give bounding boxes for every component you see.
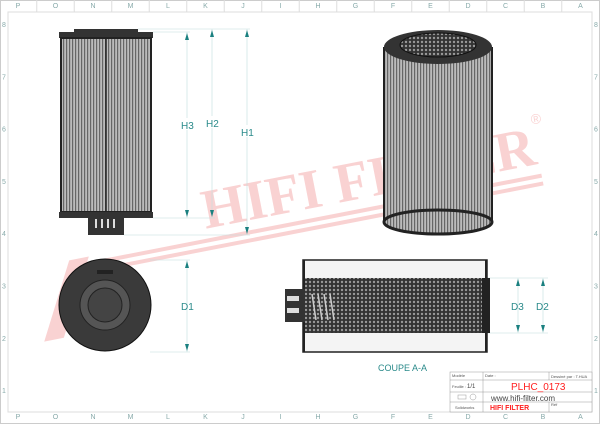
software-label: Solidworks [455,405,474,410]
grid-column-label: O [53,414,59,421]
grid-column-label: E [428,3,433,10]
grid-row-label: 7 [594,74,598,81]
grid-row-label: 3 [594,284,598,291]
grid-row-label: 8 [2,22,6,29]
grid-row-label: 5 [2,179,6,186]
grid-row-label: 6 [594,127,598,134]
grid-column-label: M [128,414,134,421]
part-number: PLHC_0173 [511,382,566,393]
inner-frame [7,11,593,413]
grid-column-label: A [578,414,583,421]
grid-column-label: E [428,414,433,421]
grid-row-label: 4 [2,231,6,238]
website: www.hifi-filter.com [490,394,555,403]
grid-column-label: K [203,414,208,421]
registered-mark: ® [529,110,543,128]
grid-row-label: 4 [594,231,598,238]
grid-column-label: A [578,3,583,10]
grid-column-label: G [353,3,358,10]
dimension-h1: H1 [241,128,254,139]
grid-column-label: D [465,3,470,10]
grid-column-label: D [465,414,470,421]
grid-column-label: L [166,414,170,421]
section-label: COUPE A-A [378,363,427,373]
isometric-view [382,30,494,236]
dimension-d2: D2 [536,302,549,313]
section-view [285,259,490,353]
grid-row-label: 2 [2,336,6,343]
grid-row-label: 5 [594,179,598,186]
grid-column-label: M [128,3,134,10]
feuille-label: Feuille : [452,384,466,389]
grid-column-label: N [90,3,95,10]
dimension-d3: D3 [511,302,524,313]
grid-column-label: H [315,414,320,421]
modele-label: Modèle [452,373,466,378]
grid-column-label: K [203,3,208,10]
feuille-value: 1/1 [467,384,476,390]
front-view [59,29,153,235]
grid-row-label: 1 [594,388,598,395]
grid-column-label: H [315,3,320,10]
grid-row-label: 2 [594,336,598,343]
grid-row-label: 7 [2,74,6,81]
grid-column-label: N [90,414,95,421]
grid-column-label: B [541,414,546,421]
grid-row-label: 3 [2,284,6,291]
dessine-par: Dessiné par : T.HUA [551,374,587,379]
ref-label: Réf [551,402,558,407]
grid-column-label: J [241,3,245,10]
date-label: Date : [485,373,496,378]
bottom-view [58,258,152,352]
grid-column-label: F [391,3,395,10]
brand-label: HIFI FILTER [490,405,529,412]
grid-row-label: 6 [2,127,6,134]
grid-column-label: G [353,414,358,421]
grid-column-label: C [503,3,508,10]
grid-row-label: 1 [2,388,6,395]
grid-column-label: O [53,3,59,10]
dimension-d1: D1 [181,302,194,313]
dimension-h2: H2 [206,119,219,130]
dimension-h3: H3 [181,121,194,132]
grid-column-label: B [541,3,546,10]
grid-column-label: F [391,414,395,421]
grid-column-label: P [16,3,21,10]
title-block [449,371,593,413]
grid-column-label: C [503,414,508,421]
grid-column-label: J [241,414,245,421]
grid-column-label: I [280,414,282,421]
grid-column-label: I [280,3,282,10]
grid-column-label: L [166,3,170,10]
grid-row-label: 8 [594,22,598,29]
grid-column-label: P [16,414,21,421]
